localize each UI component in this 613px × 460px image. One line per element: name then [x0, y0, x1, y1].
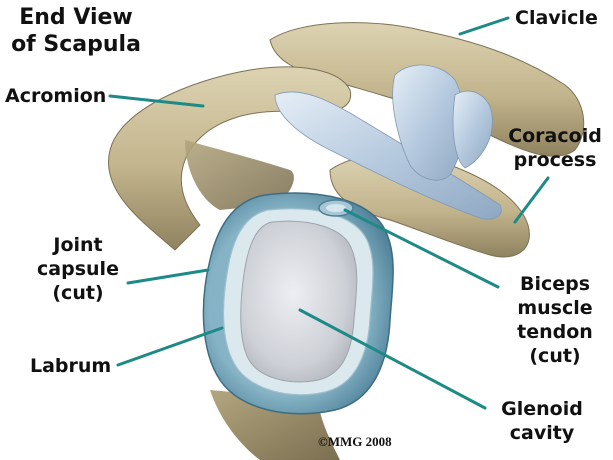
biceps-line-4: (cut)	[529, 345, 581, 367]
joint-capsule-line-3: (cut)	[52, 282, 104, 304]
ligament-band-3	[452, 90, 493, 169]
leader-clavicle	[458, 16, 510, 36]
coracoid-line-1: Coracoid	[508, 125, 602, 147]
leader-biceps	[343, 208, 500, 289]
joint-capsule-line-1: Joint	[53, 234, 103, 256]
biceps-line-2: muscle	[517, 297, 593, 319]
label-acromion: Acromion	[5, 85, 107, 107]
ligament-band-1	[274, 91, 502, 220]
label-biceps-tendon: Biceps muscle tendon (cut)	[500, 272, 610, 368]
coracoid-line-2: process	[513, 149, 597, 171]
ligament-band-2	[392, 64, 465, 181]
scapula-body	[185, 140, 294, 210]
copyright-notice: ©MMG 2008	[318, 434, 392, 449]
leader-glenoid	[298, 308, 487, 410]
leader-lines	[108, 16, 550, 410]
diagram-title: End View of Scapula	[6, 4, 146, 58]
joint-capsule-line-2: capsule	[37, 258, 119, 280]
biceps-tendon-core	[326, 204, 346, 212]
biceps-line-1: Biceps	[519, 273, 591, 295]
leader-labrum	[116, 326, 224, 367]
label-joint-capsule: Joint capsule (cut)	[28, 233, 128, 305]
label-labrum: Labrum	[30, 355, 112, 377]
glenoid-line-2: cavity	[509, 422, 575, 444]
leader-acromion	[108, 94, 205, 108]
label-glenoid-cavity: Glenoid cavity	[487, 397, 597, 445]
label-clavicle: Clavicle	[515, 7, 598, 29]
title-line-1: End View	[19, 5, 133, 30]
glenoid-surface	[240, 220, 358, 383]
label-coracoid-process: Coracoid process	[505, 124, 605, 172]
leader-joint-capsule	[126, 268, 210, 285]
biceps-line-3: tendon	[517, 321, 593, 343]
glenoid-line-1: Glenoid	[501, 398, 583, 420]
title-line-2: of Scapula	[11, 32, 141, 57]
leader-coracoid	[513, 176, 550, 224]
